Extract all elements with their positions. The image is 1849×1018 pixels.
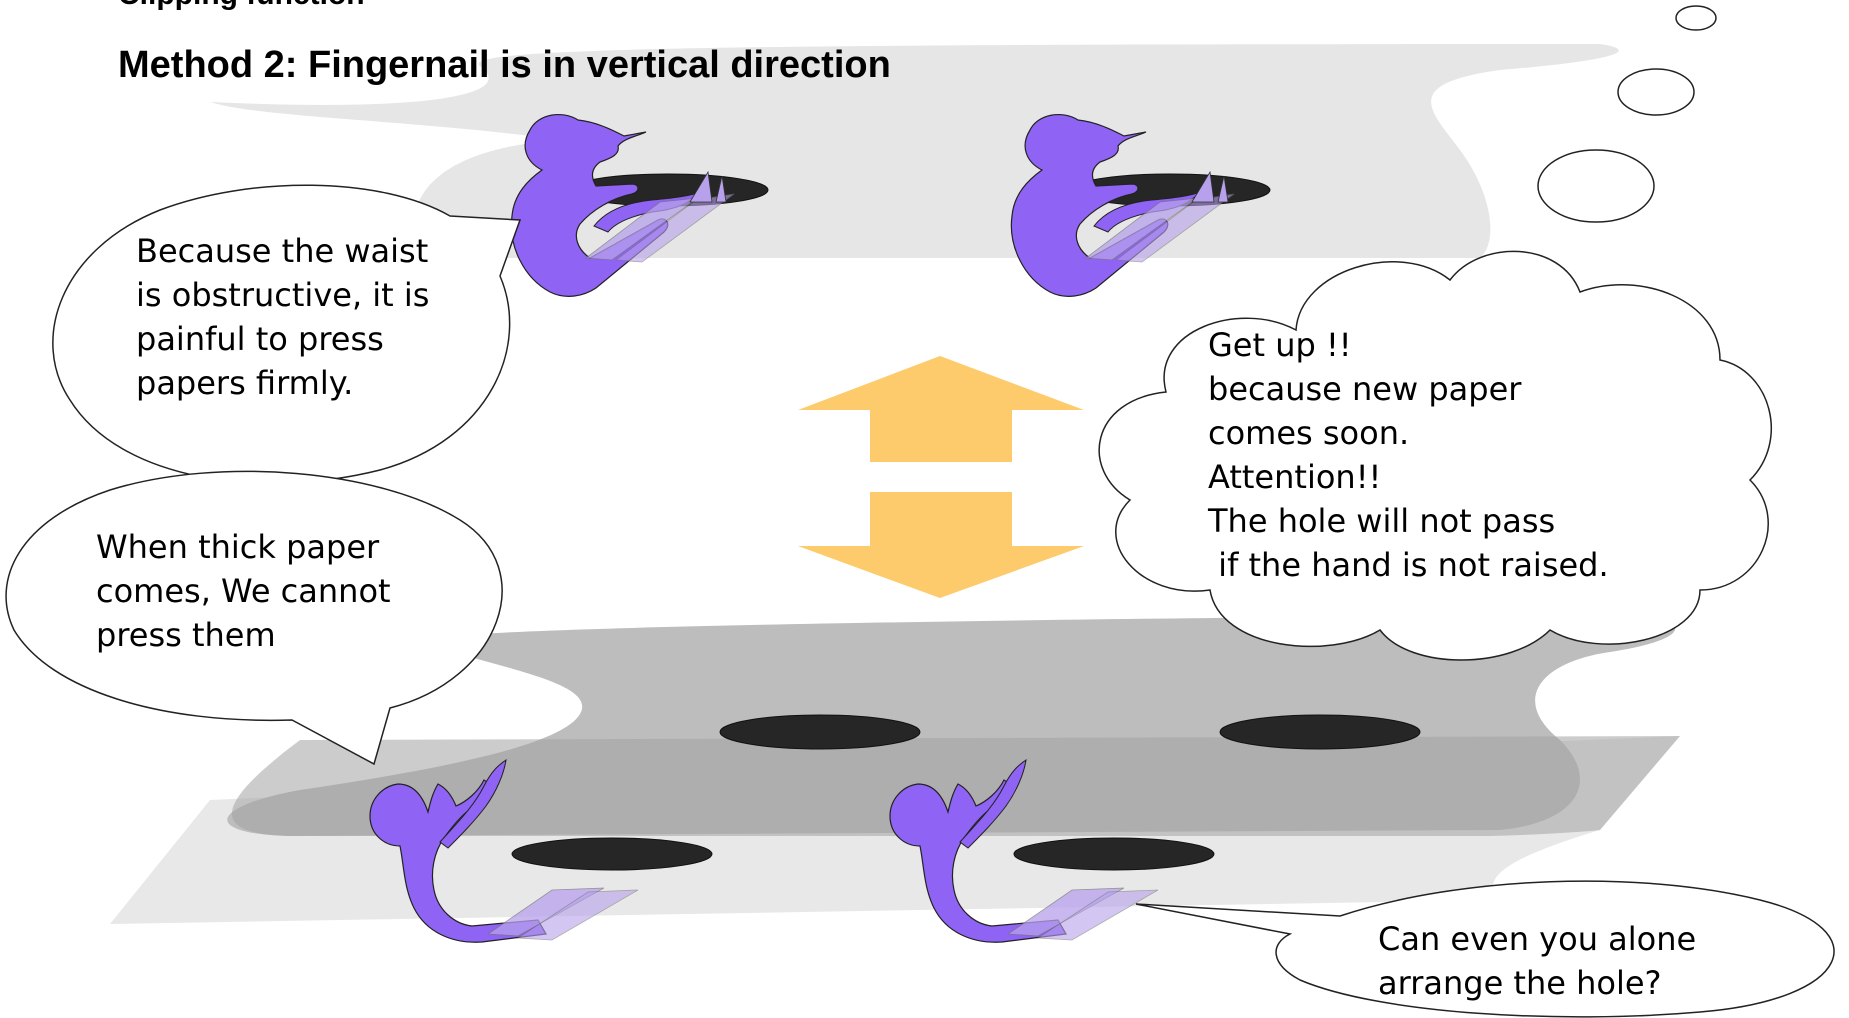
bubble-bottom-right-text: Can even you alone arrange the hole? — [1378, 920, 1696, 1002]
hole-bottom-right — [1013, 837, 1215, 871]
thought-line: if the hand is not raised. — [1208, 546, 1609, 584]
up-arrow — [798, 356, 1084, 462]
thought-line: because new paper — [1208, 370, 1522, 408]
speech-bubble-bottom-right — [1135, 880, 1835, 1018]
speech-bubble-top-left — [52, 184, 522, 484]
thought-line: comes soon. — [1208, 414, 1409, 452]
hole-bottom-left — [511, 837, 713, 871]
thought-line: Get up !! — [1208, 326, 1352, 364]
paper-sheet-bottom-band — [231, 736, 1680, 836]
bubble-top-left-line: painful to press — [136, 320, 384, 358]
fingernail-top-left — [689, 170, 727, 203]
thought-bubble-small — [1675, 5, 1717, 31]
thought-cloud-text: Get up !! because new paper comes soon. … — [1207, 326, 1609, 584]
bubble-top-left-line: Because the waist — [136, 232, 428, 270]
cut-title: Clipping function — [118, 0, 365, 11]
down-arrow — [798, 492, 1084, 598]
thought-bubble-large — [1537, 149, 1655, 223]
bubble-mid-left-text: When thick paper comes, We cannot press … — [96, 528, 391, 654]
fingernail-top-right — [1191, 170, 1229, 203]
bubble-mid-left-line: press them — [96, 616, 276, 654]
thought-line: Attention!! — [1208, 458, 1381, 496]
method-title: Method 2: Fingernail is in vertical dire… — [118, 44, 891, 86]
bubble-bottom-right-line: arrange the hole? — [1378, 964, 1662, 1002]
speech-bubble-mid-left — [5, 470, 503, 766]
thought-bubble-medium — [1617, 68, 1695, 116]
bubble-mid-left-line: comes, We cannot — [96, 572, 391, 610]
bubble-top-left-text: Because the waist is obstructive, it is … — [136, 232, 429, 402]
bubble-mid-left-line: When thick paper — [96, 528, 380, 566]
bubble-top-left-line: papers firmly. — [136, 364, 353, 402]
thought-line: The hole will not pass — [1207, 502, 1555, 540]
bubble-top-left-line: is obstructive, it is — [136, 276, 429, 314]
hole-mid-left — [719, 714, 921, 750]
thought-cloud — [1098, 250, 1773, 661]
bubble-bottom-right-line: Can even you alone — [1378, 920, 1696, 958]
hole-mid-right — [1219, 714, 1421, 750]
